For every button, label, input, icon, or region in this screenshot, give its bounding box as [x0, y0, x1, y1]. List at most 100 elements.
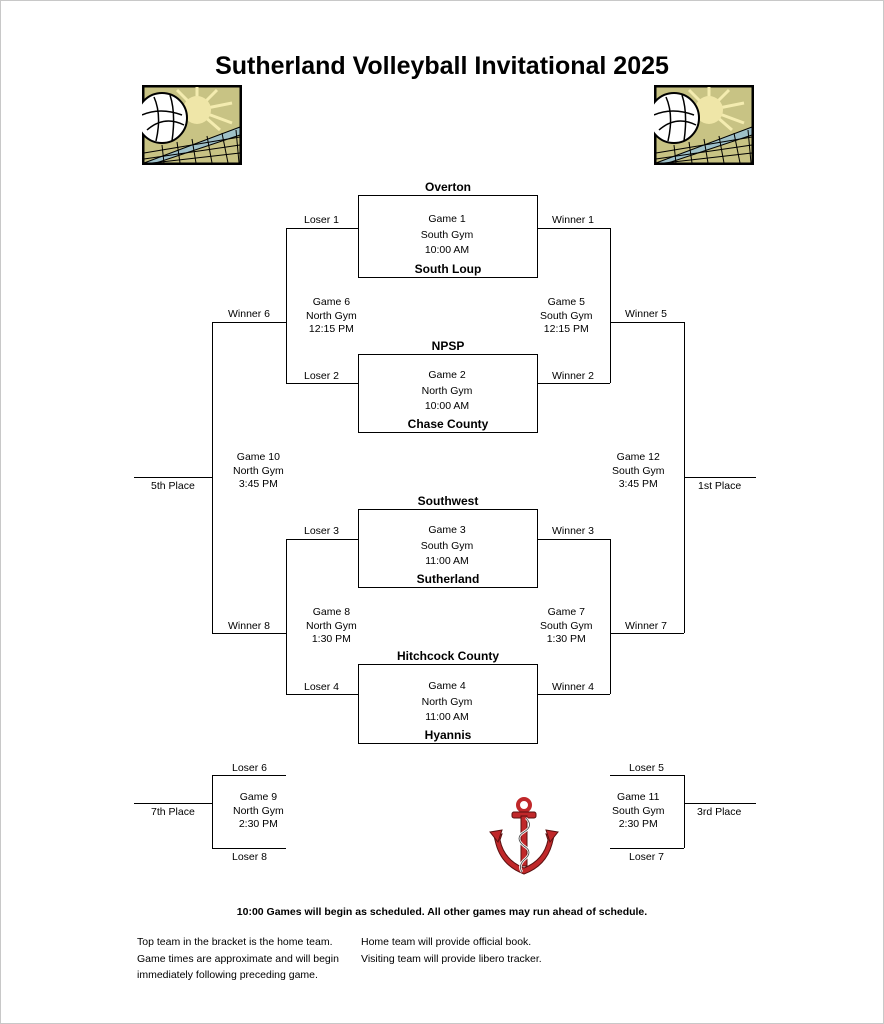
line-loser-2: [286, 383, 358, 384]
game-time: 12:15 PM: [308, 323, 354, 335]
game-name: Game 7: [547, 606, 585, 618]
game-gym: South Gym: [420, 228, 474, 241]
game-5-info: Game 5 South Gym 12:15 PM: [540, 296, 593, 337]
game-name: Game 6: [312, 296, 351, 308]
label-winner-1: Winner 1: [552, 214, 595, 226]
label-loser-3: Loser 3: [304, 525, 340, 537]
game-name: Game 12: [616, 451, 660, 463]
game-6-info: Game 6 North Gym 12:15 PM: [306, 296, 357, 337]
game-time: 11:00 AM: [425, 555, 469, 567]
label-loser-2: Loser 2: [304, 370, 340, 382]
label-winner-4: Winner 4: [552, 681, 595, 693]
game-2-info: Game 2 North Gym 10:00 AM: [397, 368, 497, 415]
line-game-6: [286, 228, 287, 383]
game-name: Game 1: [428, 213, 466, 225]
game-gym: North Gym: [233, 804, 284, 817]
anchor-icon: [489, 797, 559, 875]
line-game-8: [286, 539, 287, 694]
game-time: 11:00 AM: [425, 711, 469, 723]
game-time: 3:45 PM: [238, 478, 278, 490]
line-winner-1: [538, 228, 610, 229]
label-winner-6: Winner 6: [228, 308, 271, 320]
team-top-game-2: NPSP: [431, 339, 465, 353]
line-7th-place: [134, 803, 212, 804]
game-gym: South Gym: [612, 804, 665, 817]
line-winner-6: [212, 322, 286, 323]
label-loser-7: Loser 7: [629, 851, 665, 863]
footnote-left: Top team in the bracket is the home team…: [137, 934, 339, 984]
game-name: Game 2: [428, 369, 466, 381]
team-top-game-1: Overton: [424, 180, 471, 194]
game-1-box: [358, 195, 538, 278]
line-winner-3: [538, 539, 610, 540]
note-line: Top team in the bracket is the home team…: [137, 936, 333, 948]
game-3-box: [358, 509, 538, 588]
team-bottom-game-4: Hyannis: [424, 728, 472, 742]
game-time: 1:30 PM: [311, 633, 351, 645]
game-gym: South Gym: [612, 464, 665, 477]
game-time: 10:00 AM: [424, 400, 470, 412]
note-line: Game times are approximate and will begi…: [137, 952, 339, 965]
line-1st-place: [684, 477, 756, 478]
note-line: immediately following preceding game.: [137, 969, 318, 981]
line-game-11: [684, 775, 685, 848]
volleyball-net-icon: [142, 85, 242, 165]
game-7-info: Game 7 South Gym 1:30 PM: [540, 606, 593, 647]
line-5th-place: [134, 477, 212, 478]
label-5th-place: 5th Place: [151, 480, 195, 492]
line-loser-6: [212, 775, 286, 776]
game-name: Game 8: [312, 606, 351, 618]
line-game-7: [610, 539, 611, 694]
game-name: Game 9: [239, 791, 278, 803]
line-loser-7: [610, 848, 684, 849]
line-winner-8: [212, 633, 286, 634]
label-loser-6: Loser 6: [232, 762, 268, 774]
game-time: 3:45 PM: [618, 478, 658, 490]
game-time: 1:30 PM: [546, 633, 586, 645]
game-gym: North Gym: [306, 309, 357, 322]
line-winner-2: [538, 383, 610, 384]
label-loser-5: Loser 5: [629, 762, 665, 774]
game-time: 2:30 PM: [618, 818, 658, 830]
label-loser-4: Loser 4: [304, 681, 340, 693]
note-line: Home team will provide official book.: [361, 936, 532, 948]
label-winner-3: Winner 3: [552, 525, 595, 537]
line-game-9: [212, 775, 213, 848]
game-gym: North Gym: [421, 695, 473, 708]
game-8-info: Game 8 North Gym 1:30 PM: [306, 606, 357, 647]
game-time: 2:30 PM: [238, 818, 278, 830]
volleyball-net-icon-right: [654, 85, 754, 165]
game-name: Game 10: [236, 451, 280, 463]
label-1st-place: 1st Place: [698, 480, 742, 492]
game-gym: North Gym: [421, 384, 473, 397]
label-loser-8: Loser 8: [232, 851, 268, 863]
label-loser-1: Loser 1: [304, 214, 340, 226]
line-winner-7: [610, 633, 684, 634]
game-time: 12:15 PM: [543, 323, 589, 335]
line-loser-5: [610, 775, 684, 776]
game-gym: South Gym: [540, 619, 593, 632]
line-winner-4: [538, 694, 610, 695]
game-name: Game 5: [547, 296, 585, 308]
game-2-box: [358, 354, 538, 433]
game-gym: South Gym: [420, 539, 474, 552]
team-bottom-game-3: Sutherland: [416, 572, 480, 586]
game-3-info: Game 3 South Gym 11:00 AM: [397, 523, 497, 570]
label-winner-8: Winner 8: [228, 620, 271, 632]
game-12-info: Game 12 South Gym 3:45 PM: [612, 451, 665, 492]
footnote-right: Home team will provide official book. Vi…: [361, 934, 542, 967]
team-bottom-game-2: Chase County: [407, 417, 489, 431]
line-loser-1: [286, 228, 358, 229]
label-3rd-place: 3rd Place: [697, 806, 742, 818]
game-time: 10:00 AM: [424, 244, 470, 256]
team-bottom-game-1: South Loup: [414, 262, 482, 276]
page-title: Sutherland Volleyball Invitational 2025: [215, 52, 669, 80]
game-name: Game 3: [428, 524, 466, 536]
game-1-info: Game 1 South Gym 10:00 AM: [397, 212, 497, 259]
game-gym: North Gym: [233, 464, 284, 477]
team-top-game-4: Hitchcock County: [396, 649, 499, 663]
label-winner-2: Winner 2: [552, 370, 595, 382]
game-10-info: Game 10 North Gym 3:45 PM: [233, 451, 284, 492]
game-gym: South Gym: [540, 309, 593, 322]
label-7th-place: 7th Place: [151, 806, 195, 818]
